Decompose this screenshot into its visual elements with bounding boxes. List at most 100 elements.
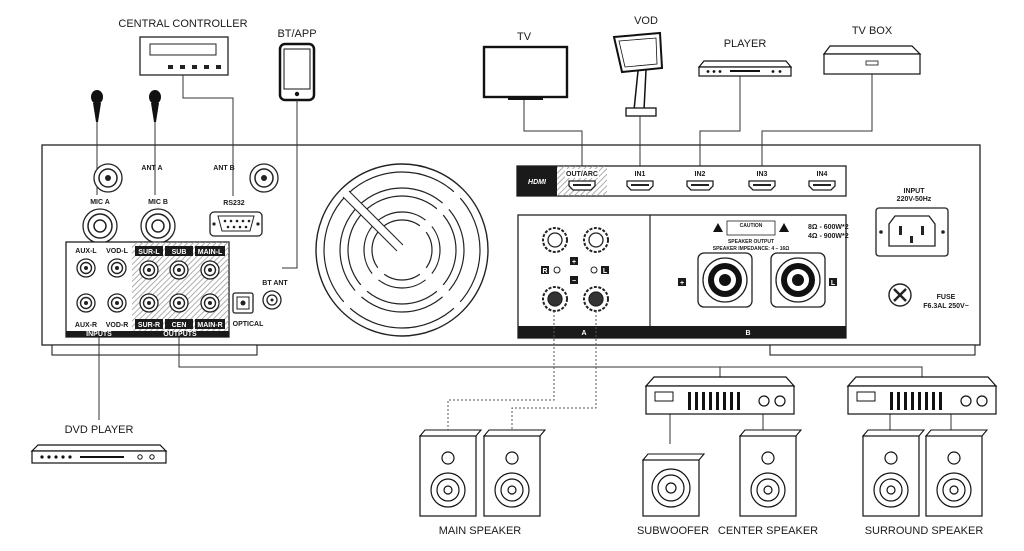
rca-jacks bbox=[76, 258, 220, 313]
microphone-b-icon bbox=[149, 90, 161, 122]
fuse-rating-label: F6.3AL 250V~ bbox=[923, 303, 969, 310]
hdmi-in1-port bbox=[626, 180, 654, 191]
mic-a-label: MIC A bbox=[90, 199, 110, 206]
speaker-output-label: SPEAKER OUTPUT bbox=[728, 239, 774, 245]
hdmi-panel: HDMI bbox=[516, 165, 847, 197]
speakon-plus: + bbox=[680, 280, 684, 287]
center-speaker-label: CENTER SPEAKER bbox=[718, 525, 818, 537]
center-speaker bbox=[738, 429, 803, 517]
aux-r-jack bbox=[76, 293, 96, 313]
mic-b-jack bbox=[140, 208, 176, 244]
in2-label: IN2 bbox=[695, 171, 706, 178]
hdmi-in2-port bbox=[686, 180, 714, 191]
dvd-player-label: DVD PLAYER bbox=[65, 424, 134, 436]
speakon-l: L bbox=[831, 280, 836, 287]
sub-label: SUB bbox=[172, 249, 187, 256]
tv-box-device bbox=[822, 45, 922, 75]
power-inlet bbox=[875, 207, 949, 257]
bt-ant-jack bbox=[262, 290, 282, 310]
sur-r-label: SUR-R bbox=[138, 322, 160, 329]
ant-b-jack bbox=[249, 163, 279, 193]
speakon-right bbox=[770, 252, 826, 308]
dvd-player-device bbox=[30, 444, 168, 464]
vod-label: VOD bbox=[634, 15, 658, 27]
speakon-left bbox=[697, 252, 753, 308]
top-cables bbox=[96, 74, 873, 269]
player-device bbox=[697, 60, 793, 77]
minus-sign: − bbox=[572, 278, 576, 285]
main-speaker-left bbox=[418, 429, 483, 517]
mic-a-jack bbox=[82, 208, 118, 244]
sur-r-jack bbox=[139, 293, 159, 313]
rs232-port bbox=[209, 211, 263, 237]
binding-post-l-plus bbox=[583, 227, 609, 253]
speakon-connectors: + L bbox=[678, 252, 837, 308]
in1-label: IN1 bbox=[635, 171, 646, 178]
ant-a-jack bbox=[93, 163, 123, 193]
main-speaker-right bbox=[482, 429, 547, 517]
cooling-fan-grille bbox=[315, 163, 489, 337]
hdmi-in4-port bbox=[808, 180, 836, 191]
power-amplifier-surround bbox=[846, 376, 998, 415]
inputs-label: INPUTS bbox=[86, 331, 112, 338]
rca-labels: AUX-L VOD-L AUX-R VOD-R SUR-L SUB MAIN-L… bbox=[75, 246, 225, 338]
aux-l-label: AUX-L bbox=[75, 248, 97, 255]
power-amplifier-center bbox=[644, 376, 796, 415]
surround-speaker-right bbox=[924, 429, 989, 517]
ant-a-label: ANT A bbox=[141, 165, 162, 172]
bottom-cables bbox=[98, 311, 952, 444]
sub-jack bbox=[169, 260, 189, 280]
outputs-label: OUTPUTS bbox=[163, 331, 197, 338]
hdmi-out-arc-port bbox=[568, 180, 596, 191]
main-l-label: MAIN-L bbox=[198, 249, 223, 256]
bt-ant-label: BT ANT bbox=[262, 280, 288, 287]
main-r-jack bbox=[200, 293, 220, 313]
surround-speaker-label: SURROUND SPEAKER bbox=[865, 525, 984, 537]
input-power-label: INPUT bbox=[904, 188, 926, 195]
bt-app-label: BT/APP bbox=[277, 28, 316, 40]
main-r-label: MAIN-R bbox=[197, 322, 222, 329]
tv-label: TV bbox=[517, 31, 532, 43]
caution-block: CAUTION SPEAKER OUTPUT SPEAKER IMPEDANCE… bbox=[712, 220, 790, 252]
tv-box-label: TV BOX bbox=[852, 25, 893, 37]
vod-l-label: VOD-L bbox=[106, 248, 129, 255]
optical-port bbox=[232, 292, 254, 314]
central-controller-label: CENTRAL CONTROLLER bbox=[118, 18, 247, 30]
sur-l-label: SUR-L bbox=[138, 249, 160, 256]
surround-speaker-left bbox=[861, 429, 926, 517]
rca-block bbox=[65, 241, 230, 338]
cen-label: CEN bbox=[172, 322, 187, 329]
subwoofer-label: SUBWOOFER bbox=[637, 525, 709, 537]
cen-jack bbox=[169, 293, 189, 313]
hdmi-logo: HDMI bbox=[528, 179, 547, 186]
mic-b-label: MIC B bbox=[148, 199, 168, 206]
tv-icon bbox=[482, 45, 569, 100]
binding-post-r-plus bbox=[542, 227, 568, 253]
out-arc-label: OUT/ARC bbox=[566, 171, 598, 178]
terminal-markings: + − R L bbox=[541, 257, 609, 285]
input-voltage-label: 220V-50Hz bbox=[897, 196, 932, 203]
aux-r-label: AUX-R bbox=[75, 322, 97, 329]
section-b-label: B bbox=[745, 330, 750, 337]
power-4ohm-label: 4Ω - 900W*2 bbox=[808, 233, 849, 240]
optical-label: OPTICAL bbox=[233, 321, 264, 328]
binding-post-l-minus bbox=[583, 286, 609, 312]
binding-post-r-minus bbox=[542, 286, 568, 312]
terminal-l-label: L bbox=[603, 268, 608, 275]
player-label: PLAYER bbox=[724, 38, 767, 50]
terminal-r-label: R bbox=[542, 268, 547, 275]
power-8ohm-label: 8Ω - 600W*2 bbox=[808, 224, 849, 231]
in4-label: IN4 bbox=[817, 171, 828, 178]
central-controller-device bbox=[139, 36, 229, 76]
subwoofer bbox=[641, 453, 706, 517]
vod-r-jack bbox=[107, 293, 127, 313]
section-a-label: A bbox=[581, 330, 586, 337]
rs232-label: RS232 bbox=[223, 200, 245, 207]
hdmi-ports bbox=[568, 180, 836, 191]
hdmi-in3-port bbox=[748, 180, 776, 191]
sur-l-jack bbox=[139, 260, 159, 280]
fuse-holder bbox=[888, 283, 912, 307]
in3-label: IN3 bbox=[757, 171, 768, 178]
ant-b-label: ANT B bbox=[213, 165, 234, 172]
